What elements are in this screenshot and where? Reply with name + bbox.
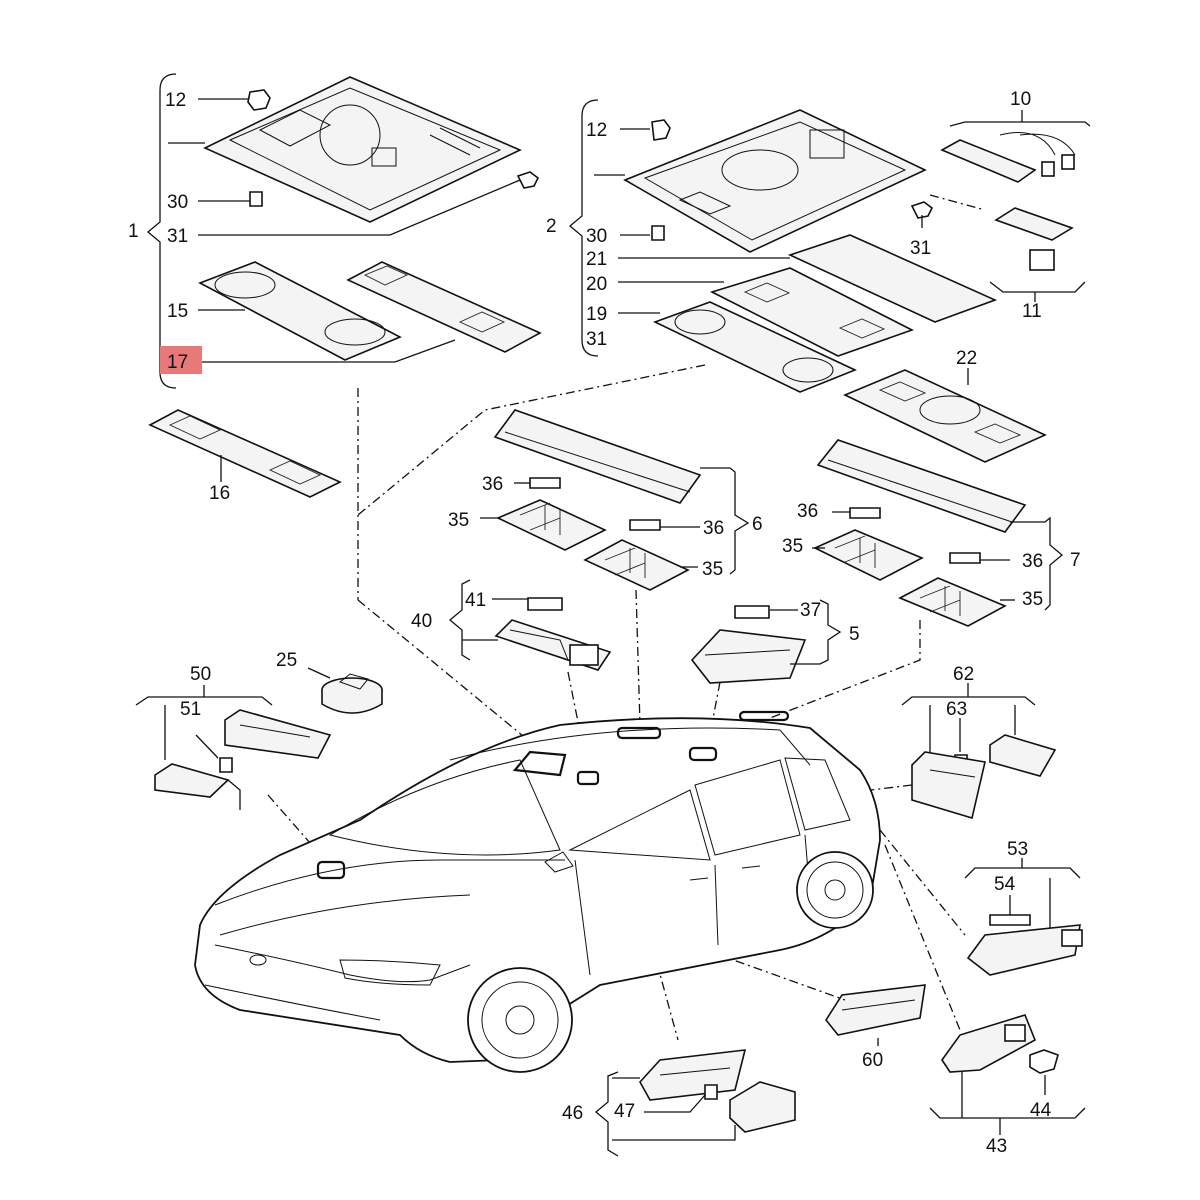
car-body: [194, 710, 881, 1073]
group-6: [480, 409, 750, 726]
callout-19: 19: [586, 304, 607, 325]
part-25: [307, 667, 383, 714]
callout-16: 16: [209, 483, 230, 504]
callout-54: 54: [994, 874, 1016, 895]
callout-22: 22: [956, 348, 977, 369]
highlight-17: [160, 346, 202, 374]
callout-12: 12: [165, 90, 186, 111]
callout-36: 36: [1022, 551, 1043, 572]
callout-50: 50: [190, 664, 211, 685]
callout-30: 30: [167, 192, 188, 213]
group-10-11: [940, 110, 1091, 302]
callout-44: 44: [1030, 1100, 1052, 1121]
callout-11: 11: [1022, 301, 1042, 322]
callout-36: 36: [482, 474, 503, 495]
callout-10: 10: [1010, 89, 1031, 110]
callout-36: 36: [797, 501, 818, 522]
callout-53: 53: [1007, 839, 1028, 860]
callout-17: 17: [167, 352, 188, 373]
callout-41: 41: [465, 590, 486, 611]
callout-25: 25: [276, 650, 297, 671]
group-46: [594, 944, 796, 1157]
group-50: [135, 685, 332, 861]
group-62: [829, 683, 1057, 820]
callout-1: 1: [128, 221, 139, 242]
part-60: [699, 947, 926, 1046]
callout-43: 43: [986, 1136, 1007, 1157]
callout-2: 2: [546, 216, 557, 237]
callout-46: 46: [562, 1103, 583, 1124]
callout-31: 31: [167, 226, 188, 247]
callout-15: 15: [167, 301, 188, 322]
callout-12: 12: [586, 120, 607, 141]
group-40: [357, 579, 612, 773]
group-43: [884, 844, 1086, 1135]
callout-35: 35: [782, 536, 803, 557]
callout-labels: 1 12 30 31 15 17 16 2 12 30 21 20 19 31 …: [128, 89, 1081, 1157]
callout-31: 31: [586, 329, 607, 350]
callout-30: 30: [586, 226, 607, 247]
callout-21: 21: [586, 249, 607, 270]
callout-47: 47: [614, 1101, 635, 1122]
callout-6: 6: [752, 514, 763, 535]
group-2: [357, 99, 998, 516]
callout-31: 31: [910, 238, 931, 259]
callout-40: 40: [411, 611, 432, 632]
callout-7: 7: [1070, 550, 1081, 571]
callout-5: 5: [849, 624, 860, 645]
callout-51: 51: [180, 699, 201, 720]
group-53: [879, 829, 1083, 976]
callout-35: 35: [1022, 589, 1043, 610]
callout-63: 63: [946, 699, 967, 720]
callout-37: 37: [800, 600, 821, 621]
group-1: [146, 73, 542, 600]
group-7: [769, 439, 1064, 719]
callout-20: 20: [586, 274, 607, 295]
callout-35: 35: [448, 510, 469, 531]
callout-62: 62: [953, 664, 974, 685]
part-22: [843, 368, 1047, 463]
callout-35: 35: [702, 559, 723, 580]
callout-60: 60: [862, 1050, 883, 1071]
callout-36: 36: [703, 518, 724, 539]
